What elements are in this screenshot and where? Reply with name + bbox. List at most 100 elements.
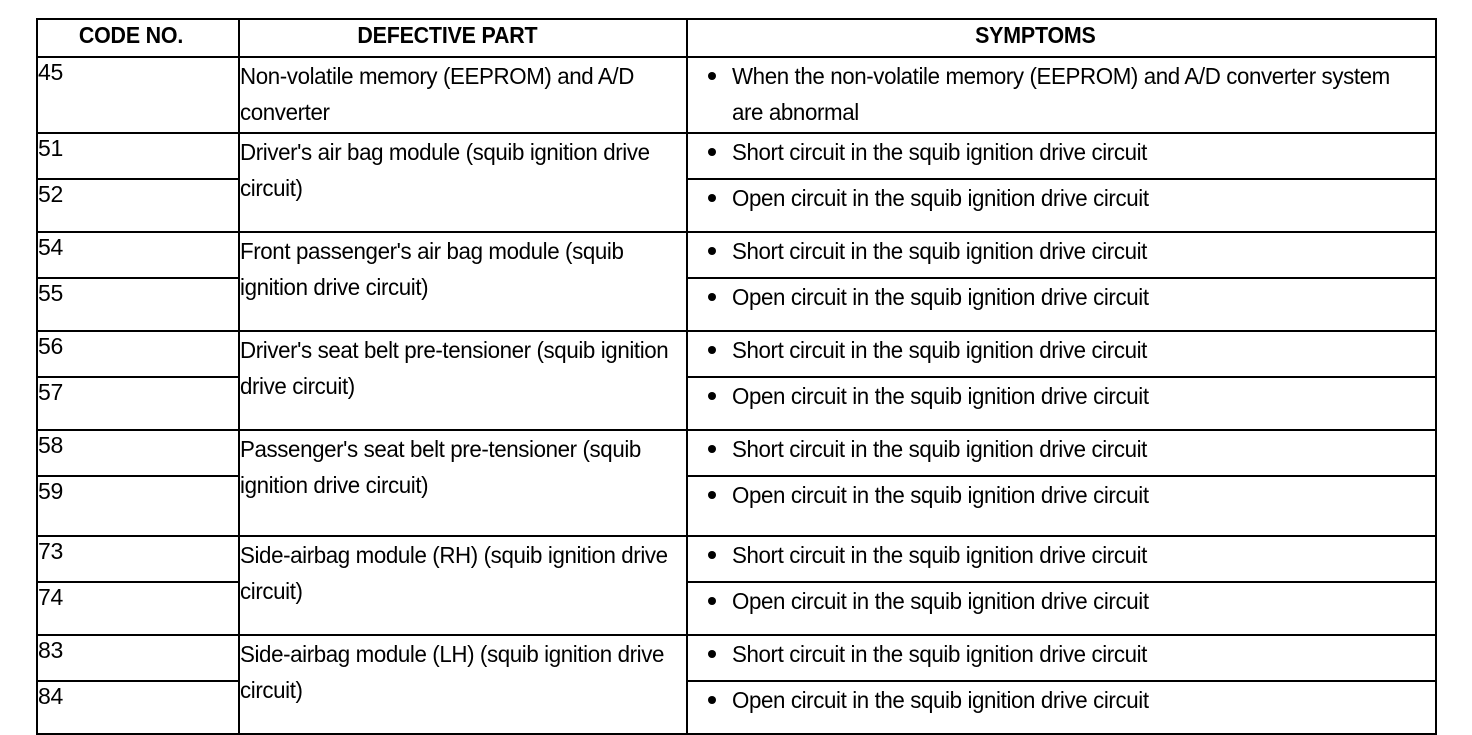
cell-code: 54 [36, 231, 240, 279]
part-value: Passenger's seat belt pre-tensioner (squ… [240, 436, 641, 498]
symptom-item: Short circuit in the squib ignition driv… [688, 537, 1435, 573]
bullet-icon [708, 247, 716, 255]
table-row: 57 Open circuit in the squib ignition dr… [36, 376, 1437, 431]
bullet-icon [708, 650, 716, 658]
cell-code: 58 [36, 429, 240, 477]
cell-symptom: Open circuit in the squib ignition drive… [686, 376, 1437, 431]
part-value: Side-airbag module (RH) (squib ignition … [240, 542, 668, 604]
bullet-icon [708, 392, 716, 400]
code-value: 51 [38, 135, 63, 161]
cell-symptom: Short circuit in the squib ignition driv… [686, 330, 1437, 378]
bullet-icon [708, 194, 716, 202]
code-value: 56 [38, 333, 63, 359]
bullet-icon [708, 597, 716, 605]
code-value: 59 [38, 478, 63, 504]
symptom-item: Open circuit in the squib ignition drive… [688, 378, 1435, 414]
part-value: Driver's seat belt pre-tensioner (squib … [240, 337, 669, 399]
symptom-value: When the non-volatile memory (EEPROM) an… [732, 63, 1390, 125]
table-row: 54 Front passenger's air bag module (squ… [36, 231, 1437, 332]
table-row: 55 Open circuit in the squib ignition dr… [36, 277, 1437, 332]
table-row: 51 Driver's air bag module (squib igniti… [36, 132, 1437, 233]
cell-code: 74 [36, 581, 240, 636]
symptom-item: When the non-volatile memory (EEPROM) an… [688, 58, 1435, 130]
cell-code: 45 [36, 56, 240, 134]
cell-code: 52 [36, 178, 240, 233]
symptom-item: Open circuit in the squib ignition drive… [688, 279, 1435, 315]
header-row: CODE NO. DEFECTIVE PART SYMPTOMS [36, 18, 1437, 58]
cell-symptom: Open circuit in the squib ignition drive… [686, 680, 1437, 735]
bullet-icon [708, 445, 716, 453]
bullet-icon [708, 696, 716, 704]
symptom-value: Open circuit in the squib ignition drive… [732, 383, 1149, 409]
bullet-icon [708, 293, 716, 301]
cell-part: Front passenger's air bag module (squib … [238, 231, 688, 332]
part-value: Front passenger's air bag module (squib … [240, 238, 624, 300]
symptom-value: Open circuit in the squib ignition drive… [732, 185, 1149, 211]
symptom-value: Short circuit in the squib ignition driv… [732, 238, 1147, 264]
cell-symptom: Short circuit in the squib ignition driv… [686, 231, 1437, 279]
cell-part: Driver's air bag module (squib ignition … [238, 132, 688, 233]
header-cell-symptoms: SYMPTOMS [686, 18, 1437, 58]
code-value: 57 [38, 379, 63, 405]
symptom-value: Open circuit in the squib ignition drive… [732, 588, 1149, 614]
table-header: CODE NO. DEFECTIVE PART SYMPTOMS [36, 18, 1437, 58]
symptom-item: Short circuit in the squib ignition driv… [688, 332, 1435, 368]
symptom-item: Open circuit in the squib ignition drive… [688, 583, 1435, 619]
cell-code: 83 [36, 634, 240, 682]
bullet-icon [708, 148, 716, 156]
code-value: 54 [38, 234, 63, 260]
symptom-value: Short circuit in the squib ignition driv… [732, 337, 1147, 363]
header-label-symptoms: SYMPTOMS [975, 22, 1096, 48]
bullet-icon [708, 551, 716, 559]
symptom-value: Short circuit in the squib ignition driv… [732, 542, 1147, 568]
header-cell-part: DEFECTIVE PART [238, 18, 688, 58]
code-value: 83 [38, 637, 63, 663]
symptom-item: Short circuit in the squib ignition driv… [688, 636, 1435, 672]
symptom-value: Open circuit in the squib ignition drive… [732, 284, 1149, 310]
symptom-value: Open circuit in the squib ignition drive… [732, 687, 1149, 713]
table-row: 45 Non-volatile memory (EEPROM) and A/D … [36, 56, 1437, 134]
code-value: 74 [38, 584, 63, 610]
header-label-part: DEFECTIVE PART [357, 22, 538, 48]
symptom-value: Short circuit in the squib ignition driv… [732, 641, 1147, 667]
cell-symptom: Open circuit in the squib ignition drive… [686, 178, 1437, 233]
code-value: 58 [38, 432, 63, 458]
cell-symptom: Short circuit in the squib ignition driv… [686, 634, 1437, 682]
bullet-icon [708, 72, 716, 80]
cell-code: 51 [36, 132, 240, 180]
cell-code: 57 [36, 376, 240, 431]
symptom-item: Short circuit in the squib ignition driv… [688, 134, 1435, 170]
code-value: 84 [38, 683, 63, 709]
cell-part: Non-volatile memory (EEPROM) and A/D con… [238, 56, 688, 134]
table-row: 83 Side-airbag module (LH) (squib igniti… [36, 634, 1437, 735]
symptom-value: Short circuit in the squib ignition driv… [732, 139, 1147, 165]
table-row: 73 Side-airbag module (RH) (squib igniti… [36, 535, 1437, 636]
cell-symptom: Open circuit in the squib ignition drive… [686, 277, 1437, 332]
dtc-table: CODE NO. DEFECTIVE PART SYMPTOMS 45 Non-… [36, 18, 1437, 735]
symptom-item: Short circuit in the squib ignition driv… [688, 431, 1435, 467]
cell-symptom: Short circuit in the squib ignition driv… [686, 429, 1437, 477]
symptom-item: Open circuit in the squib ignition drive… [688, 682, 1435, 718]
symptom-item: Short circuit in the squib ignition driv… [688, 233, 1435, 269]
symptom-item: Open circuit in the squib ignition drive… [688, 180, 1435, 216]
table-body: 45 Non-volatile memory (EEPROM) and A/D … [36, 56, 1437, 735]
table-row: 59 Open circuit in the squib ignition dr… [36, 475, 1437, 537]
symptom-item: Open circuit in the squib ignition drive… [688, 477, 1435, 513]
table-row: 52 Open circuit in the squib ignition dr… [36, 178, 1437, 233]
symptom-value: Short circuit in the squib ignition driv… [732, 436, 1147, 462]
cell-part: Passenger's seat belt pre-tensioner (squ… [238, 429, 688, 537]
cell-code: 55 [36, 277, 240, 332]
cell-code: 56 [36, 330, 240, 378]
bullet-icon [708, 346, 716, 354]
cell-symptom: Short circuit in the squib ignition driv… [686, 535, 1437, 583]
cell-code: 84 [36, 680, 240, 735]
header-cell-code: CODE NO. [36, 18, 240, 58]
table-row: 58 Passenger's seat belt pre-tensioner (… [36, 429, 1437, 537]
table-row: 56 Driver's seat belt pre-tensioner (squ… [36, 330, 1437, 431]
page-root: CODE NO. DEFECTIVE PART SYMPTOMS 45 Non-… [36, 18, 1437, 735]
cell-symptom: Short circuit in the squib ignition driv… [686, 132, 1437, 180]
cell-part: Side-airbag module (RH) (squib ignition … [238, 535, 688, 636]
cell-code: 73 [36, 535, 240, 583]
code-value: 52 [38, 181, 63, 207]
code-value: 45 [38, 59, 63, 85]
